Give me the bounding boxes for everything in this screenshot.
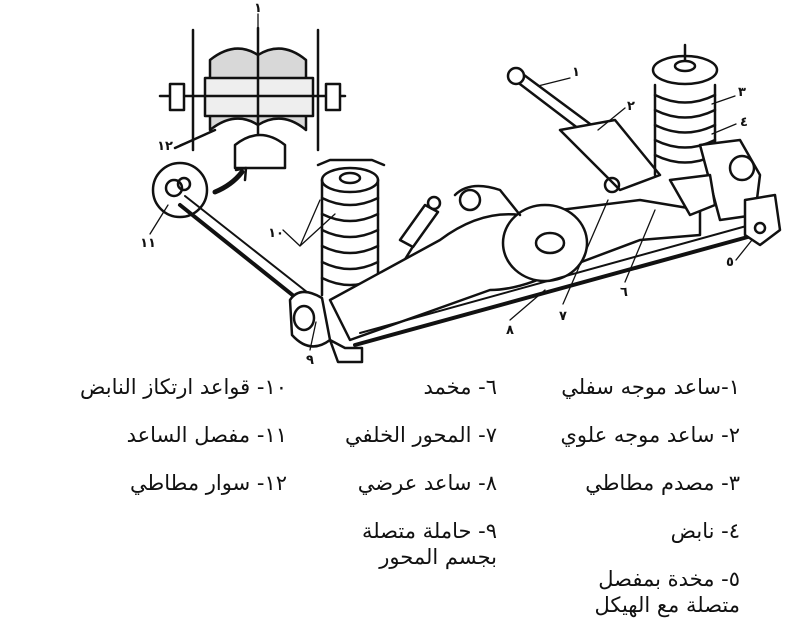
callout-7: ٧: [559, 309, 567, 324]
legend-item-7: ٧- المحور الخلفي: [345, 423, 497, 447]
legend-item-1: ١-ساعد موجه سفلي: [561, 375, 740, 399]
right-hub-mount: [668, 138, 782, 247]
legend-item-2: ٢- ساعد موجه علوي: [560, 423, 740, 447]
callout-1: ١: [254, 1, 262, 16]
legend-item-10: ١٠- قواعد ارتكاز النابض: [80, 375, 287, 399]
rear-suspension-diagram: ١ ١ ٢ ٣ ٤ ٥ ٦ ٧ ٨ ٩ ١٠ ١١ ١٢: [140, 1, 782, 368]
legend-item-6: ٦- مخمد: [423, 375, 497, 399]
callout-2: ٢: [627, 99, 635, 114]
callout-3: ٣: [738, 85, 746, 100]
rubber-bushing-inset: [158, 26, 347, 170]
legend-item-4: ٤- نابض: [670, 519, 740, 543]
callout-10: ١٠: [268, 226, 284, 241]
arm-joint-circle: [151, 161, 209, 219]
callout-12: ١٢: [157, 139, 173, 154]
right-coil-spring: [651, 43, 719, 177]
left-coil-spring: [316, 158, 386, 297]
legend-item-5: ٥- مخدة بمفصل متصلة مع الهيكل: [594, 567, 740, 617]
legend-item-11: ١١- مفصل الساعد: [126, 423, 287, 447]
rear-axle-housing: [328, 184, 702, 342]
legend-item-3: ٣- مصدم مطاطي: [585, 471, 740, 495]
callout-1-main: ١: [572, 65, 580, 80]
callout-11: ١١: [140, 236, 156, 251]
legend-item-9: ٩- حاملة متصلة بجسم المحور: [361, 519, 497, 569]
callout-4: ٤: [740, 115, 748, 130]
callout-6: ٦: [620, 285, 628, 300]
legend-item-8: ٨- ساعد عرضي: [357, 471, 497, 495]
callout-5: ٥: [726, 255, 734, 270]
legend-item-12: ١٢- سوار مطاطي: [129, 471, 287, 495]
callout-9: ٩: [306, 353, 314, 368]
guide-arms: [506, 66, 662, 194]
callout-8: ٨: [506, 323, 514, 338]
